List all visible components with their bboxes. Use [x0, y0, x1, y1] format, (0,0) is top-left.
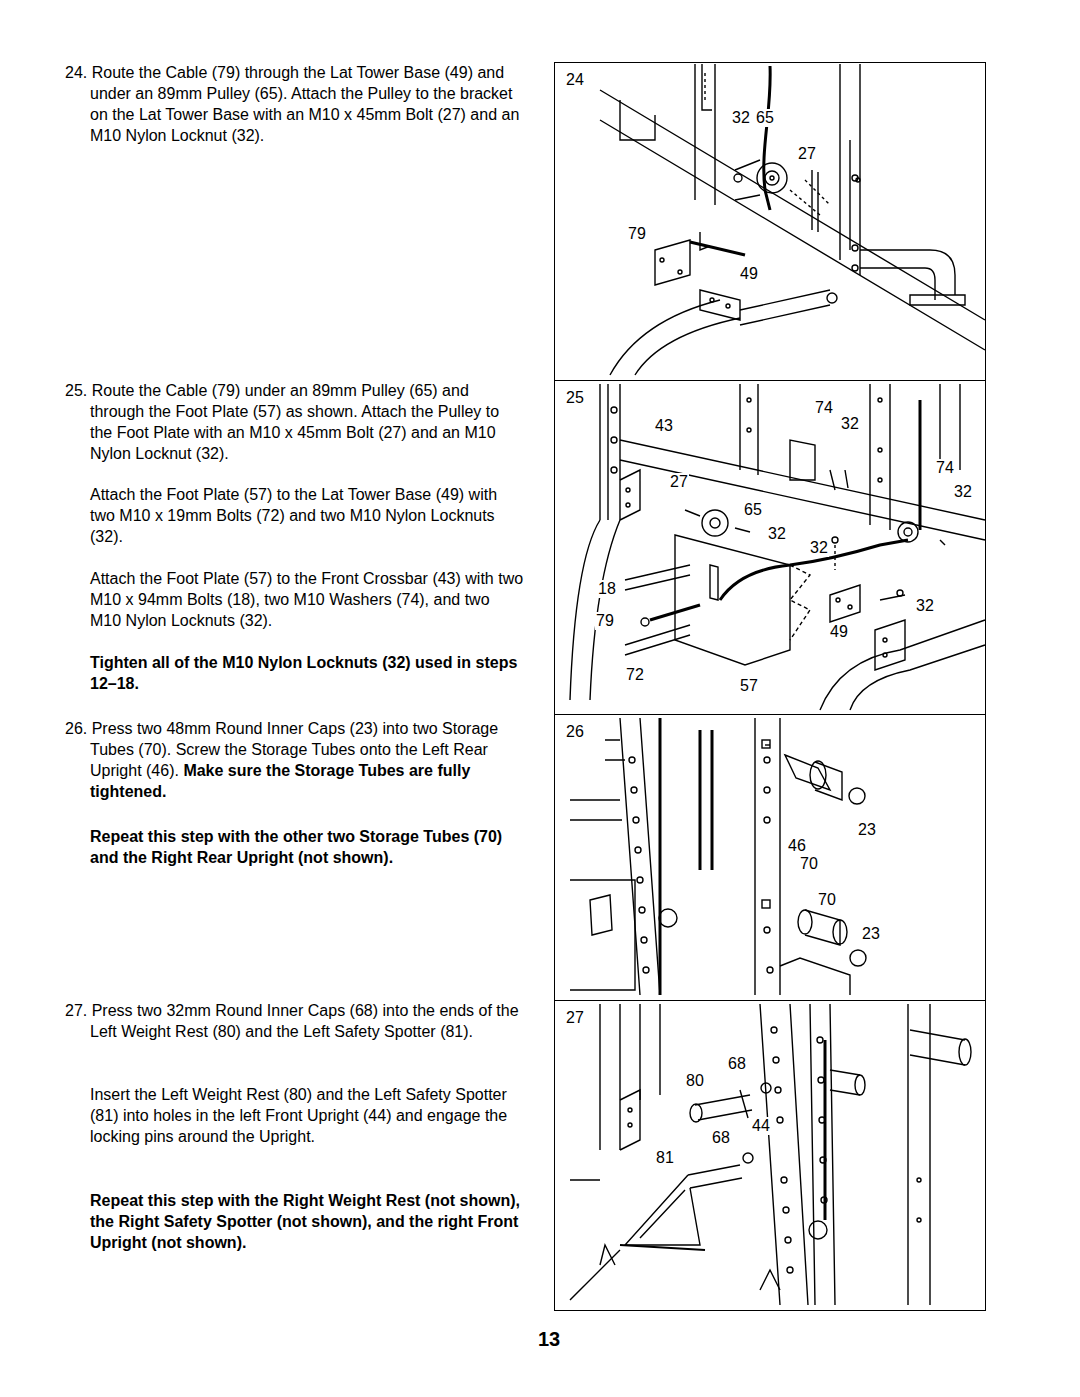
callout-number: 74: [814, 399, 834, 417]
instruction-block: Attach the Foot Plate (57) to the Front …: [90, 568, 525, 631]
callout-number: 32: [953, 483, 973, 501]
callout-number: 49: [829, 623, 849, 641]
instruction-block: Repeat this step with the other two Stor…: [90, 826, 525, 868]
instruction-block: Repeat this step with the Right Weight R…: [90, 1190, 525, 1253]
step-27-drawing: [570, 1004, 971, 1305]
callout-number: 68: [711, 1129, 731, 1147]
instruction-text: Insert the Left Weight Rest (80) and the…: [90, 1086, 507, 1145]
callout-number: 68: [727, 1055, 747, 1073]
callout-number: 79: [627, 225, 647, 243]
step-number: 26: [565, 723, 585, 741]
instruction-text: Repeat this step with the Right Weight R…: [90, 1192, 520, 1251]
instruction-block: Attach the Foot Plate (57) to the Lat To…: [90, 484, 525, 547]
step-number: 24: [565, 71, 585, 89]
illustration-panel: 25437432742732653232183279497257: [554, 380, 986, 715]
callout-number: 79: [595, 612, 615, 630]
step-25-drawing: [570, 384, 985, 710]
instruction-text: Repeat this step with the other two Stor…: [90, 828, 502, 866]
callout-number: 27: [669, 473, 689, 491]
callout-number: 80: [685, 1072, 705, 1090]
instruction-text: Attach the Foot Plate (57) to the Front …: [90, 570, 523, 629]
page-number: 13: [538, 1328, 560, 1350]
callout-number: 70: [817, 891, 837, 909]
callout-number: 65: [743, 501, 763, 519]
instruction-text: 24. Route the Cable (79) through the Lat…: [65, 64, 519, 144]
instruction-block: Tighten all of the M10 Nylon Locknuts (3…: [90, 652, 525, 694]
callout-number: 32: [809, 539, 829, 557]
callout-number: 44: [751, 1117, 771, 1135]
page-number-block: 13: [529, 1328, 569, 1351]
instruction-block: 24. Route the Cable (79) through the Lat…: [65, 62, 525, 146]
callout-number: 70: [799, 855, 819, 873]
callout-number: 32: [767, 525, 787, 543]
illustration-panel: 267023467023: [554, 714, 986, 1001]
step-24-drawing: [600, 64, 985, 375]
instruction-block: Insert the Left Weight Rest (80) and the…: [90, 1084, 525, 1147]
callout-number: 27: [797, 145, 817, 163]
callout-number: 72: [625, 666, 645, 684]
step-number: 25: [565, 389, 585, 407]
callout-number: 74: [935, 459, 955, 477]
callout-number: 46: [787, 837, 807, 855]
callout-number: 65: [755, 109, 775, 127]
callout-number: 49: [739, 265, 759, 283]
instruction-block: 27. Press two 32mm Round Inner Caps (68)…: [65, 1000, 525, 1042]
instruction-text: Tighten all of the M10 Nylon Locknuts (3…: [90, 654, 517, 692]
step-26-drawing: [570, 718, 866, 995]
callout-number: 57: [739, 677, 759, 695]
instruction-text: 27. Press two 32mm Round Inner Caps (68)…: [65, 1002, 519, 1040]
callout-number: 32: [915, 597, 935, 615]
callout-number: 43: [654, 417, 674, 435]
callout-number: 18: [597, 580, 617, 598]
illustration-panel: 27 68 80 44 68 81: [554, 1000, 986, 1311]
callout-number: 32: [731, 109, 751, 127]
callout-number: 23: [861, 925, 881, 943]
illustration-panel: 24 3265 27 79 49: [554, 62, 986, 381]
instruction-text: 25. Route the Cable (79) under an 89mm P…: [65, 382, 499, 462]
callout-number: 23: [857, 821, 877, 839]
callout-number: 32: [840, 415, 860, 433]
instruction-block: 26. Press two 48mm Round Inner Caps (23)…: [65, 718, 525, 802]
callout-number: 81: [655, 1149, 675, 1167]
instruction-text: Attach the Foot Plate (57) to the Lat To…: [90, 486, 497, 545]
instruction-block: 25. Route the Cable (79) under an 89mm P…: [65, 380, 525, 464]
step-number: 27: [565, 1009, 585, 1027]
